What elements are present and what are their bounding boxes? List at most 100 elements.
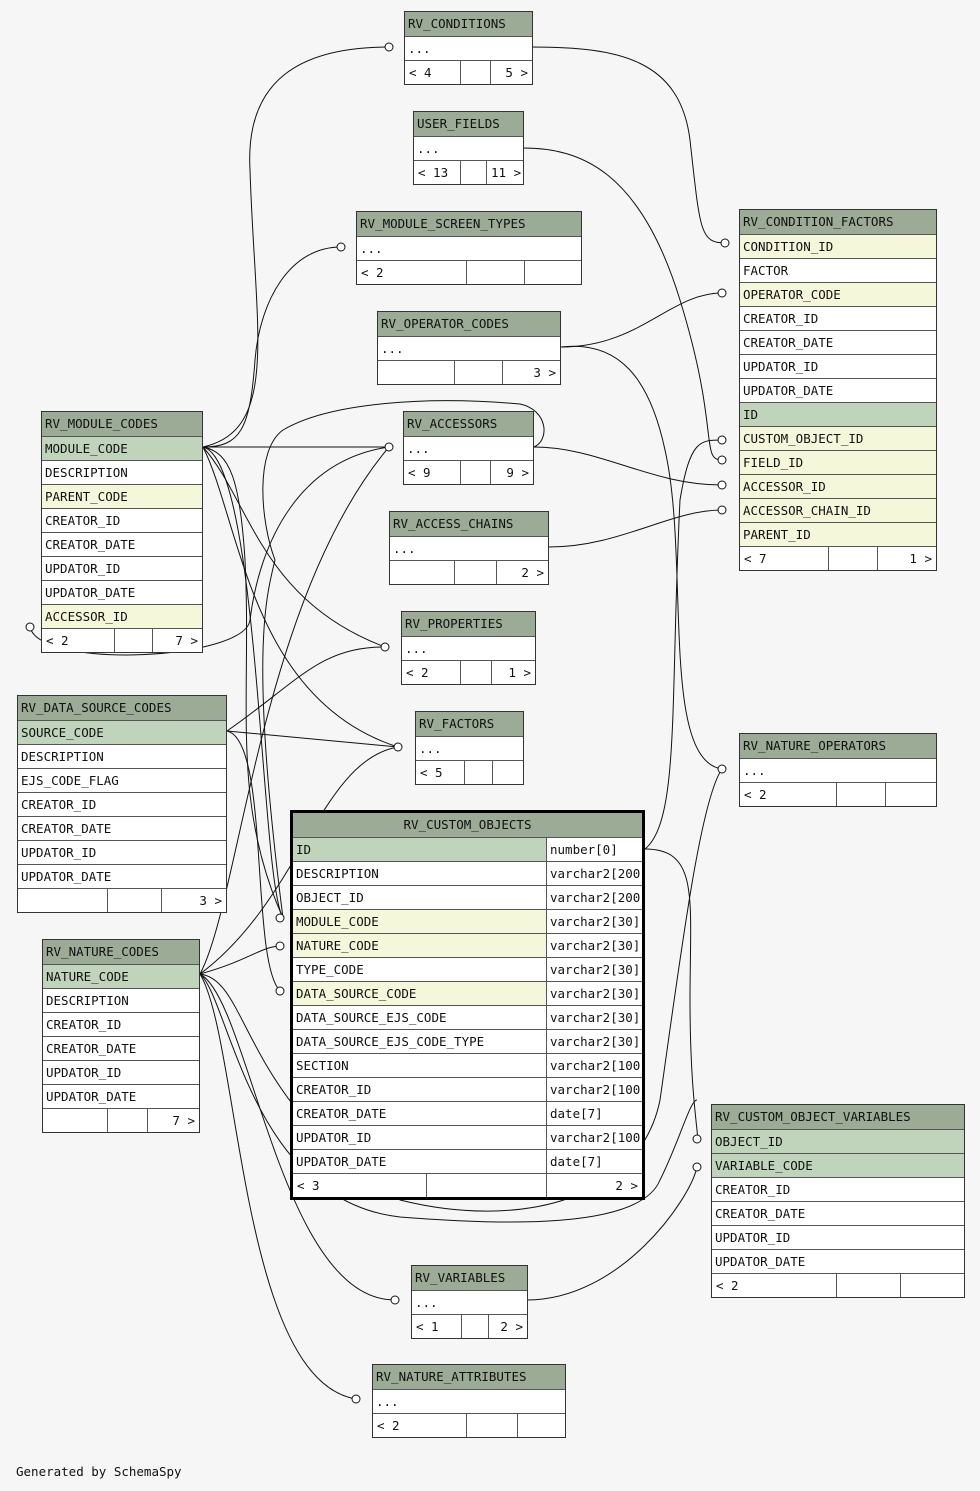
table-title: RV_VARIABLES — [412, 1266, 527, 1290]
column-row: ID — [740, 402, 936, 426]
children-count — [900, 1274, 964, 1297]
column-row: UPDATOR_ID — [712, 1225, 964, 1249]
column-type: varchar2[200] — [546, 862, 642, 885]
parents-count: < 2 — [46, 633, 69, 648]
relationship-line — [560, 292, 723, 348]
column-row: UPDATOR_ID — [18, 840, 226, 864]
column-row: ACCESSOR_CHAIN_ID — [740, 498, 936, 522]
table-footer: < 1 2 > — [412, 1314, 527, 1338]
column-type: varchar2[200] — [546, 886, 642, 909]
column-name: DATA_SOURCE_EJS_CODE_TYPE — [296, 1034, 485, 1049]
column-row: ... — [357, 236, 581, 260]
table-footer: < 2 — [712, 1273, 964, 1297]
children-count: 11 > — [486, 161, 523, 184]
relationship-end-marker — [717, 435, 727, 445]
footer-spacer — [454, 561, 496, 584]
table-rv-nature-codes[interactable]: RV_NATURE_CODES NATURE_CODE DESCRIPTION … — [42, 939, 200, 1133]
table-rv-factors[interactable]: RV_FACTORS ... < 5 — [415, 711, 524, 785]
relationship-end-marker — [380, 642, 390, 652]
table-rv-properties[interactable]: RV_PROPERTIES ... < 2 1 > — [401, 611, 536, 685]
table-title: RV_ACCESSORS — [404, 412, 533, 436]
table-footer: < 3 2 > — [293, 1173, 642, 1197]
column-row: UPDATOR_DATE — [712, 1249, 964, 1273]
table-rv-module-codes[interactable]: RV_MODULE_CODES MODULE_CODE DESCRIPTION … — [41, 411, 203, 653]
table-rv-module-screen-types[interactable]: RV_MODULE_SCREEN_TYPES ... < 2 — [356, 211, 582, 285]
table-rv-nature-attributes[interactable]: RV_NATURE_ATTRIBUTES ... < 2 — [372, 1364, 566, 1438]
column-row: UPDATOR_ID — [43, 1060, 199, 1084]
footer-spacer — [460, 461, 490, 484]
parents-count: < 13 — [418, 165, 449, 180]
column-row: CREATOR_ID — [740, 306, 936, 330]
column-row: FACTOR — [740, 258, 936, 282]
children-count: 3 > — [502, 361, 560, 384]
table-title: RV_CONDITION_FACTORS — [740, 210, 936, 234]
column-row: CREATOR_ID — [43, 1012, 199, 1036]
column-name: UPDATOR_ID — [296, 1130, 372, 1145]
parents-count: < 2 — [361, 265, 384, 280]
children-count: 7 > — [147, 1109, 199, 1132]
table-title: USER_FIELDS — [414, 112, 523, 136]
table-rv-data-source-codes[interactable]: RV_DATA_SOURCE_CODES SOURCE_CODE DESCRIP… — [17, 695, 227, 913]
relationship-line — [560, 345, 723, 770]
column-name: SECTION — [296, 1058, 349, 1073]
table-rv-custom-object-variables[interactable]: RV_CUSTOM_OBJECT_VARIABLES OBJECT_ID VAR… — [711, 1104, 965, 1298]
column-name: ID — [296, 842, 312, 857]
table-footer: 7 > — [43, 1108, 199, 1132]
children-count: 1 > — [491, 661, 535, 684]
relationship-line — [226, 730, 399, 748]
column-row: ... — [412, 1290, 527, 1314]
table-user-fields[interactable]: USER_FIELDS ... < 13 11 > — [413, 111, 524, 185]
children-count — [885, 783, 936, 806]
column-row: CREATOR_DATE — [740, 330, 936, 354]
relationship-line — [202, 446, 386, 648]
table-title: RV_PROPERTIES — [402, 612, 535, 636]
relationship-line — [644, 848, 699, 1140]
column-row: FIELD_ID — [740, 450, 936, 474]
table-footer: 2 > — [390, 560, 548, 584]
relationship-line — [199, 973, 698, 1223]
relationship-line — [531, 46, 726, 244]
column-name: UPDATOR_DATE — [296, 1154, 387, 1169]
table-rv-nature-operators[interactable]: RV_NATURE_OPERATORS ... < 2 — [739, 733, 937, 807]
table-footer: < 4 5 > — [405, 60, 532, 84]
column-row: UPDATOR_DATE — [18, 864, 226, 888]
column-row: UPDATOR_ID — [42, 556, 202, 580]
table-rv-variables[interactable]: RV_VARIABLES ... < 1 2 > — [411, 1265, 528, 1339]
table-rv-condition-factors[interactable]: RV_CONDITION_FACTORS CONDITION_ID FACTOR… — [739, 209, 937, 571]
relationship-end-marker — [384, 442, 394, 452]
footer-spacer — [426, 1174, 546, 1197]
footer-spacer — [466, 261, 524, 284]
relationship-line — [199, 973, 396, 1301]
column-row: ... — [414, 136, 523, 160]
column-name: CREATOR_ID — [296, 1082, 372, 1097]
column-row: SOURCE_CODE — [18, 720, 226, 744]
table-rv-operator-codes[interactable]: RV_OPERATOR_CODES ... 3 > — [377, 311, 561, 385]
column-name: OBJECT_ID — [296, 890, 364, 905]
column-row: CREATOR_DATE — [43, 1036, 199, 1060]
column-row: ... — [378, 336, 560, 360]
table-rv-conditions[interactable]: RV_CONDITIONS ... < 4 5 > — [404, 11, 533, 85]
column-name: NATURE_CODE — [296, 938, 379, 953]
column-row: DESCRIPTION varchar2[200] — [293, 861, 642, 885]
relationship-end-marker — [692, 1134, 702, 1144]
relationship-line — [226, 730, 281, 992]
parents-count — [390, 561, 454, 584]
children-count: 3 > — [161, 889, 226, 912]
table-footer: < 2 1 > — [402, 660, 535, 684]
column-row: ... — [405, 36, 532, 60]
table-rv-accessors[interactable]: RV_ACCESSORS ... < 9 9 > — [403, 411, 534, 485]
column-name: DESCRIPTION — [296, 866, 379, 881]
footer-spacer — [460, 61, 490, 84]
parents-count: < 7 — [744, 551, 767, 566]
parents-count: < 3 — [297, 1178, 320, 1193]
table-rv-access-chains[interactable]: RV_ACCESS_CHAINS ... 2 > — [389, 511, 549, 585]
column-row: UPDATOR_DATE — [43, 1084, 199, 1108]
